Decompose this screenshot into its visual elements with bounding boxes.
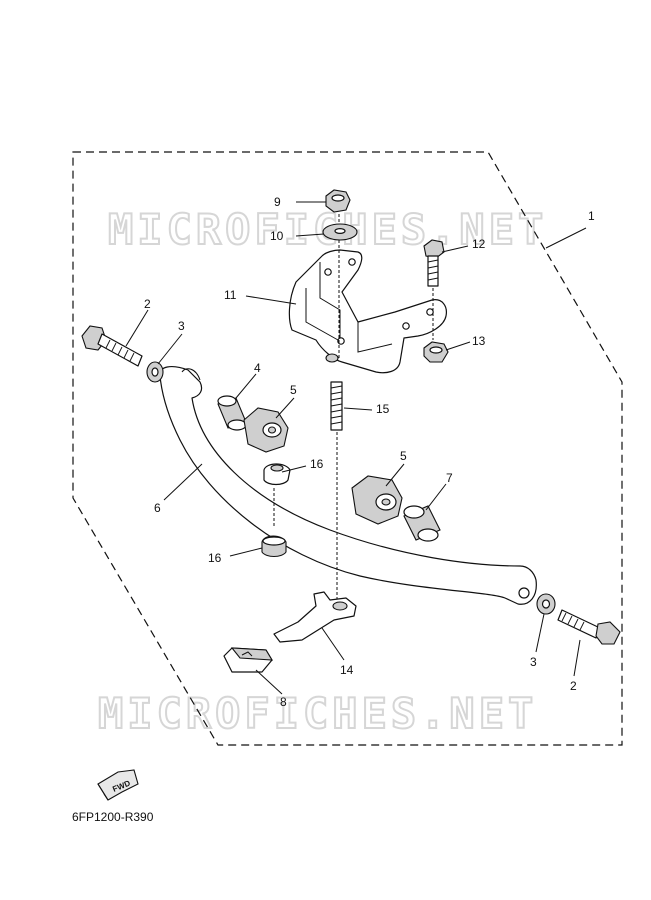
bolt-left: [81, 325, 143, 367]
callout-11: 11: [224, 288, 237, 302]
leader-3b: [535, 613, 545, 653]
washer-left: [146, 361, 164, 383]
leader-5a: [275, 397, 295, 419]
callout-16-upper: 16: [310, 457, 324, 471]
nut-13: [423, 341, 449, 363]
leader-16a: [281, 465, 307, 473]
leader-14: [321, 627, 345, 661]
leader-13: [445, 341, 471, 351]
callout-13: 13: [472, 334, 486, 348]
cap-upper: [263, 463, 291, 486]
figure-code: 6FP1200-R390: [72, 810, 154, 824]
callout-4: 4: [254, 361, 261, 375]
callout-3-left: 3: [178, 319, 185, 333]
callout-6: 6: [154, 501, 161, 515]
bolt-right: [557, 609, 621, 645]
leader-10: [295, 233, 325, 237]
leader-15: [343, 407, 373, 411]
leader-4: [235, 373, 257, 399]
plate-14: [273, 591, 357, 643]
callout-3-right: 3: [530, 655, 537, 669]
leader-2b: [573, 639, 581, 677]
cap-lower: [261, 535, 287, 558]
callout-2-right: 2: [570, 679, 577, 693]
callout-7: 7: [446, 471, 453, 485]
bracket-arm: [159, 366, 537, 605]
leader-12: [441, 245, 469, 253]
watermark-bottom: MICROFICHES.NET: [98, 689, 537, 738]
fwd-arrow-icon: FWD: [97, 769, 139, 801]
callout-14: 14: [340, 663, 354, 677]
callout-2-left: 2: [144, 297, 151, 311]
leader-5b: [385, 463, 405, 487]
washer-right: [536, 593, 556, 615]
bushing-4: [217, 395, 247, 431]
callout-8: 8: [280, 695, 287, 709]
clip-8: [223, 647, 274, 673]
mount-bracket: [288, 249, 447, 374]
leader-16b: [229, 547, 263, 557]
bolt-12: [423, 239, 445, 287]
callout-5-upper: 5: [290, 383, 297, 397]
assembly-boundary: [72, 151, 623, 746]
nut-top: [325, 189, 351, 213]
callout-15: 15: [376, 402, 390, 416]
leader-6: [163, 463, 203, 501]
leader-7: [425, 483, 447, 511]
callout-10: 10: [270, 229, 284, 243]
leader-1: [545, 227, 587, 249]
callout-16-lower: 16: [208, 551, 222, 565]
callout-1: 1: [588, 209, 595, 223]
stud-15: [330, 381, 343, 431]
leader-2a: [125, 309, 149, 347]
washer-top: [322, 223, 358, 241]
callout-5-lower: 5: [400, 449, 407, 463]
bushing-7: [403, 505, 441, 542]
leader-11: [245, 295, 297, 305]
leader-3a: [157, 333, 183, 365]
rubber-mount-lower: [351, 475, 403, 525]
callout-9: 9: [274, 195, 281, 209]
leader-8: [255, 669, 283, 695]
rubber-mount-upper: [243, 407, 289, 453]
callout-12: 12: [472, 237, 486, 251]
